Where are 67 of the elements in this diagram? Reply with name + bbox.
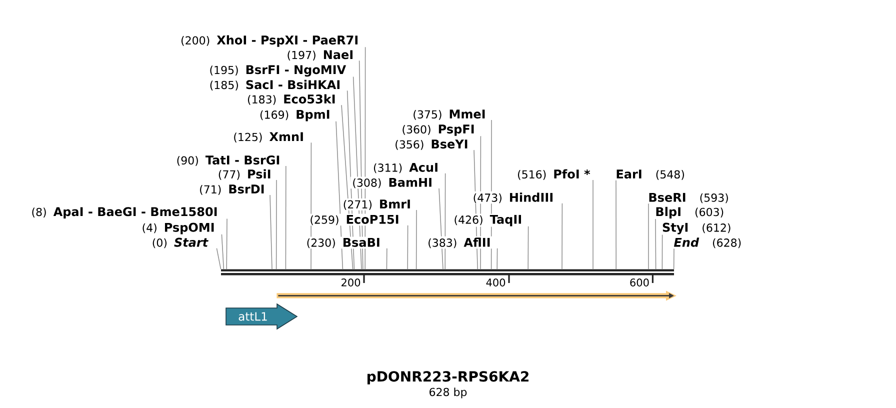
cut-site-label: (90) TatI - BsrGI xyxy=(177,156,280,166)
cut-site-label: BseRI (593) xyxy=(649,192,728,204)
cut-site-label: (183) Eco53kI xyxy=(248,94,335,105)
leader-line xyxy=(285,166,286,270)
map-title: pDONR223-RPS6KA2 xyxy=(368,371,528,384)
sequence-length: 628 bp xyxy=(430,388,467,398)
leader-line xyxy=(528,226,529,270)
leader-line xyxy=(416,210,417,270)
cut-site-label: (473) HindIII xyxy=(474,192,552,204)
cut-site-label: (8) ApaI - BaeGI - Bme1580I xyxy=(32,207,217,218)
leader-line xyxy=(480,136,482,270)
leader-line xyxy=(221,234,224,270)
cut-site-label: End (628) xyxy=(674,238,741,248)
cut-site-label: (71) BsrDI xyxy=(200,184,264,195)
leader-line xyxy=(336,121,344,270)
dna-backbone xyxy=(220,269,676,276)
cut-site-label: (195) BsrFI - NgoMIV xyxy=(210,65,346,77)
cut-site-label: (311) AcuI xyxy=(374,162,438,174)
cut-site-label: (0) Start xyxy=(152,238,208,248)
leader-line xyxy=(648,204,649,270)
leader-line xyxy=(310,142,312,270)
leader-line xyxy=(490,120,492,270)
cut-site-label: (77) PsiI xyxy=(218,169,270,180)
cut-site-label: (197) NaeI xyxy=(288,50,352,60)
cut-site-label: (516) PfoI * xyxy=(518,169,590,180)
leader-line xyxy=(364,46,366,270)
leader-line xyxy=(270,194,272,270)
leader-line xyxy=(562,202,563,270)
leader-line xyxy=(346,90,355,270)
cut-site-label: (356) BseYI xyxy=(396,140,468,150)
cut-site-label: (169) BpmI xyxy=(260,110,330,122)
tick-label: 400 xyxy=(486,278,506,286)
leader-line xyxy=(496,248,498,270)
cut-site-label: StyI (612) xyxy=(662,222,730,234)
cut-site-label: (259) EcoP15I xyxy=(310,214,398,226)
leader-line xyxy=(386,248,388,270)
leader-line xyxy=(592,180,594,270)
leader-line xyxy=(226,218,228,270)
leader-line xyxy=(341,104,354,270)
cut-site-label: BlpI (603) xyxy=(656,206,724,218)
cut-site-label: (271) BmrI xyxy=(344,200,410,210)
leader-line xyxy=(474,150,478,270)
cut-site-label: (426) TaqII xyxy=(454,214,521,226)
cut-site-label: (125) XmnI xyxy=(234,132,303,142)
cut-site-label: (375) MmeI xyxy=(414,110,485,120)
tick-label: 600 xyxy=(630,278,649,286)
leader-line xyxy=(673,248,674,270)
leader-line xyxy=(444,172,446,270)
orf-band xyxy=(276,290,676,301)
leader-line xyxy=(352,76,362,270)
cut-site-label: (308) BamHI xyxy=(353,178,432,188)
leader-line xyxy=(655,218,656,270)
leader-line xyxy=(407,224,408,270)
leader-line xyxy=(662,234,663,270)
cut-site-label: (185) SacI - BsiHKAI xyxy=(210,80,340,90)
leader-line xyxy=(276,180,277,270)
cut-site-label: EarI (548) xyxy=(616,170,684,180)
cut-site-label: (4) PspOMI xyxy=(142,222,214,234)
cut-site-label: (360) PspFI xyxy=(402,124,474,136)
feature-block: attL1 xyxy=(226,303,298,330)
leader-line xyxy=(438,188,444,270)
leader-line xyxy=(358,60,364,270)
cut-site-label: (200) XhoI - PspXI - PaeR7I xyxy=(182,35,358,47)
tick-label: 200 xyxy=(342,278,360,286)
cut-site-label: (383) AflII xyxy=(428,238,490,248)
cut-site-label: (230) BsaBI xyxy=(307,238,380,248)
leader-line xyxy=(216,248,222,270)
